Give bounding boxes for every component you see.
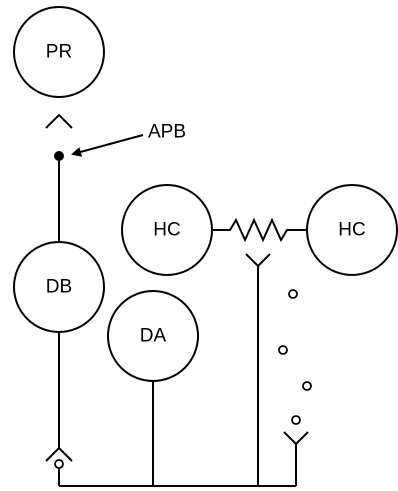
diffusion-dot-4 — [291, 415, 301, 425]
gap-junction-resistor — [212, 217, 307, 243]
db-synapse-open-dot — [54, 459, 64, 469]
db-synapse-chevron — [45, 446, 73, 462]
da-cell: DA — [107, 290, 199, 382]
apb-arrow — [71, 134, 144, 157]
right-receptor-chevron — [283, 431, 309, 446]
db-label: DB — [46, 277, 72, 298]
hc-right-cell: HC — [306, 184, 398, 276]
hc-receptor-chevron — [245, 253, 271, 268]
pr-synapse-chevron — [45, 113, 73, 129]
hc-left-cell: HC — [121, 184, 213, 276]
hc-right-circle — [306, 184, 398, 276]
apb-label: APB — [148, 122, 186, 143]
pr-cell: PR — [13, 6, 105, 98]
hc-right-label: HC — [338, 220, 365, 241]
diffusion-dot-1 — [288, 289, 298, 299]
hc-left-label: HC — [153, 220, 180, 241]
diffusion-dot-2 — [278, 345, 288, 355]
pr-circle — [13, 6, 105, 98]
da-label: DA — [140, 326, 167, 347]
db-cell: DB — [13, 241, 105, 333]
diffusion-dot-3 — [302, 381, 312, 391]
apb-solid-dot — [54, 151, 64, 161]
pr-label: PR — [46, 42, 72, 63]
